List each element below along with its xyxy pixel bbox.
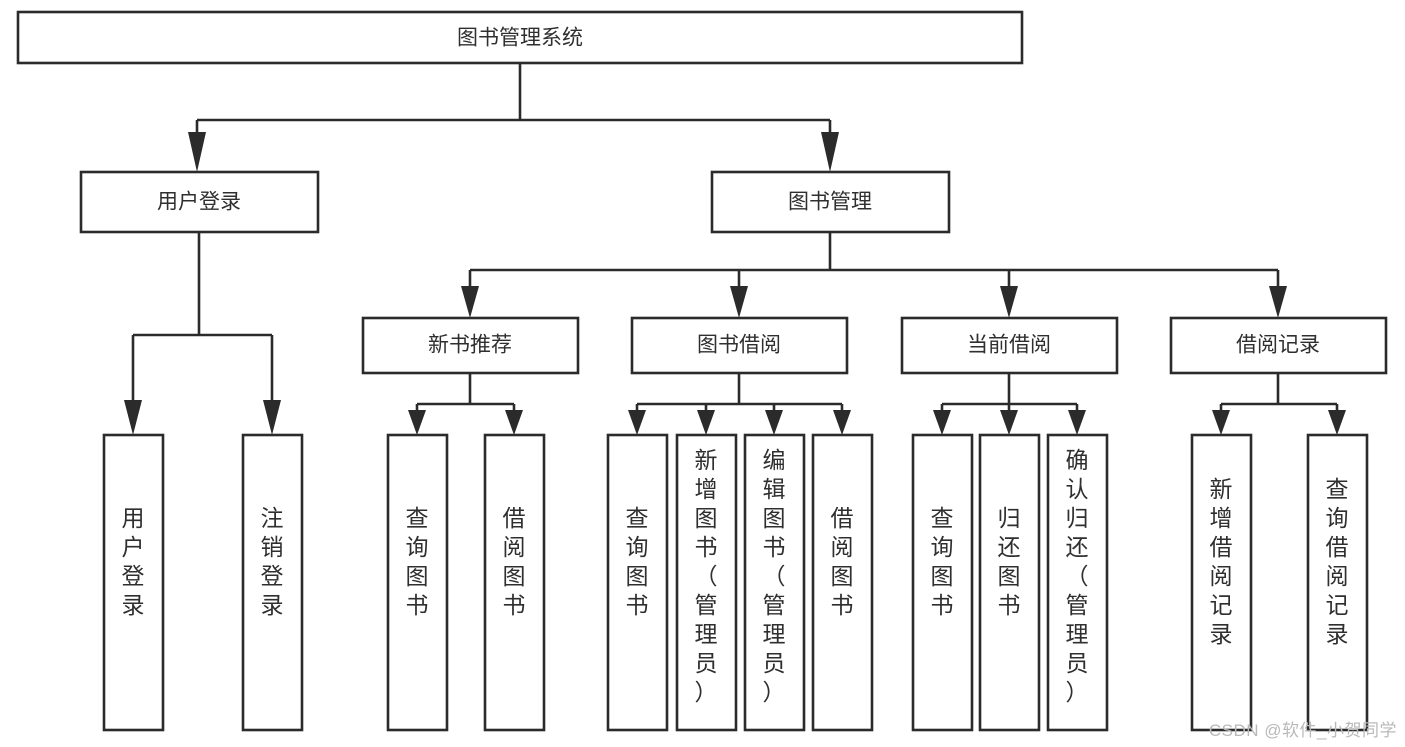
node-leaf-query-book-3-box[interactable] (911, 433, 974, 732)
node-leaf-user-login-box[interactable] (102, 433, 165, 732)
node-leaf-return-book-label: 归还图书 (998, 505, 1021, 618)
node-leaf-add-record[interactable]: 新增借阅记录 (1190, 433, 1253, 732)
node-current-borrow[interactable]: 当前借阅 (900, 316, 1119, 375)
node-borrow-record[interactable]: 借阅记录 (1169, 316, 1388, 375)
node-root-label: 图书管理系统 (457, 27, 583, 50)
node-book-management-label: 图书管理 (788, 191, 872, 214)
node-user-login-label: 用户登录 (157, 191, 241, 214)
node-leaf-confirm-return-label: 确认归还（管理员） (1066, 447, 1089, 705)
node-leaf-query-book-3[interactable]: 查询图书 (911, 433, 974, 732)
arrow-head-leaf-add-record (1212, 410, 1230, 435)
node-user-login[interactable]: 用户登录 (79, 170, 320, 234)
node-leaf-return-book-box[interactable] (978, 433, 1041, 732)
node-current-borrow-box[interactable] (900, 316, 1119, 375)
arrow-head-book-management (821, 132, 839, 172)
node-book-borrow[interactable]: 图书借阅 (630, 316, 849, 375)
arrow-head-leaf-borrow-book-1 (505, 410, 523, 435)
node-leaf-borrow-book-1-label: 借阅图书 (503, 505, 526, 618)
arrow-head-current-borrow (1000, 286, 1018, 318)
node-leaf-borrow-book-2[interactable]: 借阅图书 (811, 433, 874, 732)
node-book-borrow-label: 图书借阅 (697, 334, 781, 357)
node-leaf-logout-box[interactable] (241, 433, 304, 732)
node-leaf-edit-book-box[interactable] (743, 433, 806, 732)
node-leaf-query-book-3-label: 查询图书 (931, 505, 954, 618)
node-leaf-query-book-1[interactable]: 查询图书 (386, 433, 449, 732)
connector-group-user-login (124, 232, 281, 435)
node-leaf-borrow-book-2-box[interactable] (811, 433, 874, 732)
node-book-management[interactable]: 图书管理 (710, 170, 951, 234)
node-leaf-borrow-book-2-label: 借阅图书 (831, 505, 854, 618)
node-leaf-confirm-return[interactable]: 确认归还（管理员） (1046, 433, 1109, 732)
connector-group-borrow-record (1212, 373, 1346, 435)
node-new-book-recommend[interactable]: 新书推荐 (361, 316, 580, 375)
node-leaf-query-record[interactable]: 查询借阅记录 (1306, 433, 1369, 732)
connector-group-book-management (461, 232, 1287, 318)
node-leaf-borrow-book-1-box[interactable] (483, 433, 546, 732)
node-leaf-add-record-label: 新增借阅记录 (1210, 476, 1233, 647)
node-leaf-query-book-1-box[interactable] (386, 433, 449, 732)
arrow-head-leaf-confirm-return (1068, 410, 1086, 435)
arrow-head-leaf-logout (263, 400, 281, 435)
arrow-head-leaf-add-book (697, 410, 715, 435)
node-leaf-add-book-box[interactable] (675, 433, 738, 732)
arrow-head-book-borrow (730, 286, 748, 318)
arrow-head-leaf-query-book-2 (628, 410, 646, 435)
csdn-watermark: CSDN @软件_小贺同学 (1208, 721, 1397, 740)
arrow-head-leaf-edit-book (765, 410, 783, 435)
arrow-head-leaf-return-book (1000, 410, 1018, 435)
node-leaf-query-book-2-box[interactable] (606, 433, 669, 732)
arrow-head-leaf-query-record (1328, 410, 1346, 435)
node-leaf-add-record-box[interactable] (1190, 433, 1253, 732)
arrow-head-user-login (188, 132, 206, 172)
node-leaf-return-book[interactable]: 归还图书 (978, 433, 1041, 732)
node-book-management-box[interactable] (710, 170, 951, 234)
node-new-book-recommend-box[interactable] (361, 316, 580, 375)
node-leaf-add-book[interactable]: 新增图书（管理员） (675, 433, 738, 732)
connector-group-current-borrow (933, 373, 1086, 435)
node-leaf-edit-book[interactable]: 编辑图书（管理员） (743, 433, 806, 732)
node-leaf-confirm-return-box[interactable] (1046, 433, 1109, 732)
node-leaf-borrow-book-1[interactable]: 借阅图书 (483, 433, 546, 732)
connector-group-root (188, 63, 839, 172)
node-user-login-box[interactable] (79, 170, 320, 234)
arrow-head-new-book-recommend (461, 286, 479, 318)
node-root-box[interactable] (16, 10, 1024, 65)
node-leaf-logout[interactable]: 注销登录 (241, 433, 304, 732)
node-leaf-query-record-box[interactable] (1306, 433, 1369, 732)
connector-group-book-borrow (628, 373, 851, 435)
node-leaf-query-book-1-label: 查询图书 (406, 505, 429, 618)
arrow-head-borrow-record (1269, 286, 1287, 318)
node-current-borrow-label: 当前借阅 (967, 334, 1051, 357)
arrow-head-leaf-query-book-1 (408, 410, 426, 435)
node-book-borrow-box[interactable] (630, 316, 849, 375)
node-leaf-query-book-2[interactable]: 查询图书 (606, 433, 669, 732)
node-leaf-edit-book-label: 编辑图书（管理员） (763, 447, 786, 705)
node-leaf-query-book-2-label: 查询图书 (626, 505, 649, 618)
node-root[interactable]: 图书管理系统 (16, 10, 1024, 65)
node-borrow-record-box[interactable] (1169, 316, 1388, 375)
node-new-book-recommend-label: 新书推荐 (428, 334, 512, 357)
node-leaf-user-login-label: 用户登录 (122, 505, 145, 618)
node-borrow-record-label: 借阅记录 (1236, 334, 1320, 357)
node-leaf-query-record-label: 查询借阅记录 (1326, 476, 1349, 647)
node-leaf-user-login[interactable]: 用户登录 (102, 433, 165, 732)
arrow-head-leaf-user-login (124, 400, 142, 435)
connector-group-new-book-recommend (408, 373, 523, 435)
arrow-head-leaf-borrow-book-2 (833, 410, 851, 435)
arrow-head-leaf-query-book-3 (933, 410, 951, 435)
node-leaf-logout-label: 注销登录 (261, 505, 284, 618)
node-leaf-add-book-label: 新增图书（管理员） (695, 447, 718, 705)
